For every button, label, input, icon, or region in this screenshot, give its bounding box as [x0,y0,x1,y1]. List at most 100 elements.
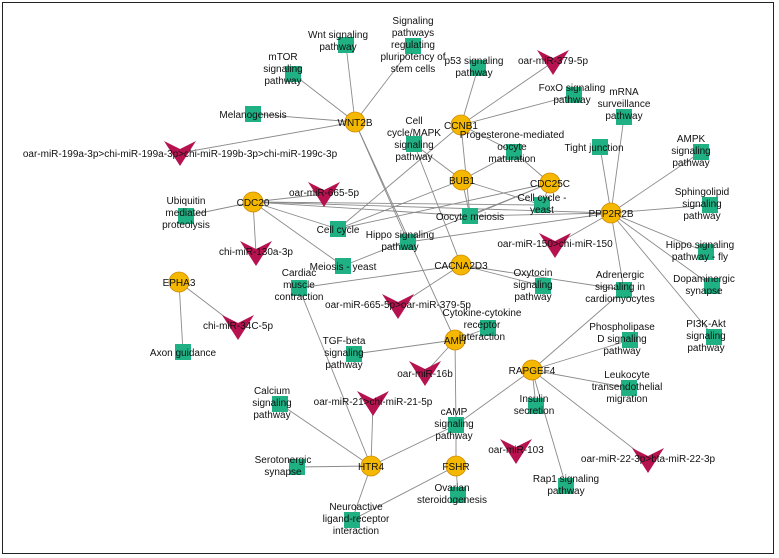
pathway-node-cellmapk[interactable] [406,136,422,152]
pathway-node-oxy[interactable] [535,278,551,294]
edge-CACNA2D3-adren [460,264,625,291]
mirna-node-m16[interactable] [409,361,441,386]
pathway-node-pi3k[interactable] [706,329,722,345]
edge-PPP2R2B-hippo [407,212,612,243]
gene-label-HTR4: HTR4 [358,462,385,473]
pathway-node-camp[interactable] [448,417,464,433]
edge-CDC20-meiosisyeast [252,201,344,267]
mirna-label-m130: chi-miR-130a-3p [219,247,293,258]
gene-label-AMH: AMH [444,336,466,347]
pathway-node-neuro[interactable] [344,512,360,528]
mirna-node-m130[interactable] [240,241,272,266]
pathway-node-phosph[interactable] [622,332,638,348]
gene-node-CDC25C[interactable] [539,172,561,194]
pathway-node-rap1[interactable] [558,478,574,494]
edge-PPP2R2B-hippofly [610,212,707,253]
edge-RAPGEF4-m22 [531,369,649,461]
pathway-node-melano[interactable] [245,106,261,122]
pathway-node-cellyeast[interactable] [534,197,550,213]
mirna-node-m22[interactable] [632,448,664,473]
edge-RAPGEF4-camp [455,369,533,426]
mirna-node-m150[interactable] [539,233,571,258]
gene-node-WNT2B[interactable] [344,111,366,133]
pathway-node-cellcycle[interactable] [330,221,346,237]
edge-RAPGEF4-leuko [531,369,630,389]
gene-node-RAPGEF4[interactable] [521,359,543,381]
pathway-node-adren[interactable] [616,282,632,298]
edge-PPP2R2B-adren [610,212,625,291]
gene-node-CDC20[interactable] [242,191,264,213]
mirna-node-m103[interactable] [500,439,532,464]
pathway-node-calcium[interactable] [272,396,288,412]
pathway-node-tgf[interactable] [346,346,362,362]
pathway-node-cardiac[interactable] [291,280,307,296]
pathway-node-p53[interactable] [470,60,486,76]
edge-CCNB1-m379 [460,61,554,126]
mirna-label-m665a: oar-miR-665-5p [289,188,359,199]
mirna-node-m379[interactable] [537,50,569,75]
mirna-label-m379: oar-miR-379-5p [518,56,588,67]
gene-label-EPHA3: EPHA3 [163,278,196,289]
mirna-node-m199[interactable] [164,141,196,166]
pathway-node-hippo[interactable] [400,234,416,250]
pathway-node-pluri[interactable] [405,38,421,54]
gene-label-BUB1: BUB1 [449,176,476,187]
mirna-node-m665b[interactable] [382,294,414,319]
gene-node-BUB1[interactable] [451,169,473,191]
node-layer [164,37,722,528]
pathway-node-axon[interactable] [175,344,191,360]
pathway-node-sphingo[interactable] [702,197,718,213]
pathway-node-mtor[interactable] [285,66,301,82]
pathway-node-cytok[interactable] [480,320,496,336]
pathway-node-meiosisyeast[interactable] [335,258,351,274]
edge-CDC20-m665a [252,193,325,203]
mirna-label-m150: oar-miR-150>chi-miR-150 [497,239,613,250]
pathway-node-ubiq[interactable] [178,208,194,224]
pathway-node-sero[interactable] [289,459,305,475]
gene-node-CCNB1[interactable] [450,114,472,136]
gene-node-HTR4[interactable] [360,455,382,477]
edge-WNT2B-pluri [354,45,414,123]
edge-FSHR-neuro [351,465,457,521]
gene-node-AMH[interactable] [444,329,466,351]
pathway-node-foxo[interactable] [566,87,582,103]
mirna-node-m34[interactable] [222,315,254,340]
pathway-node-progest[interactable] [506,144,522,160]
pathway-node-hippofly[interactable] [698,244,714,260]
edge-BUB1-cellyeast [461,179,543,206]
pathway-node-ampk[interactable] [693,144,709,160]
pathway-node-leuko[interactable] [621,380,637,396]
mirna-node-m665a[interactable] [308,182,340,207]
pathway-node-wnt[interactable] [338,37,354,53]
gene-node-CACNA2D3[interactable] [450,254,472,276]
pathway-node-insulin[interactable] [528,398,544,414]
mirna-label-m199: oar-miR-199a-3p>chi-miR-199a-3p>chi-miR-… [23,149,338,160]
edge-CDC20-cellcycle [252,201,339,230]
gene-node-EPHA3[interactable] [168,271,190,293]
edge-CDC25C-meiosisyeast [342,182,551,267]
pathway-node-oocytemei[interactable] [462,208,478,224]
mirna-label-m21: oar-miR-21>chi-miR-21-5p [314,397,433,408]
edge-RAPGEF4-rap1 [531,369,567,487]
mirna-node-m21[interactable] [357,391,389,416]
pathway-node-dopa[interactable] [704,278,720,294]
edge-PPP2R2B-dopa [610,212,713,287]
pathway-node-mrna[interactable] [616,109,632,125]
pathway-node-tight[interactable] [592,139,608,155]
gene-node-PPP2R2B[interactable] [600,202,622,224]
pathway-node-ovarian[interactable] [450,487,466,503]
edge-RAPGEF4-adren [531,289,625,371]
gene-node-FSHR[interactable] [445,455,467,477]
pathway-label-cellcycle: Cell cycle [317,225,360,236]
